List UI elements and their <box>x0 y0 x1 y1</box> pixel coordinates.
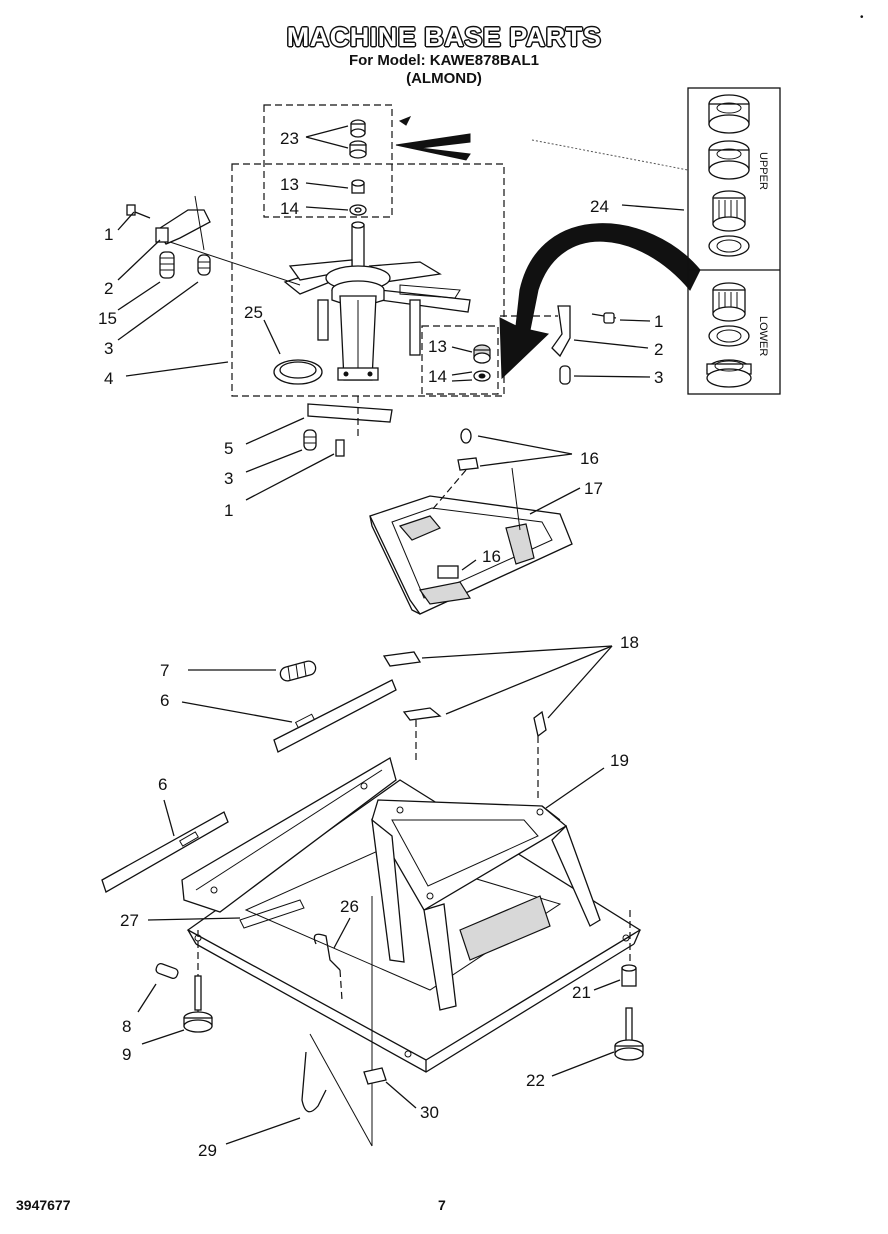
machine-base <box>101 651 644 1147</box>
transmission-assembly <box>126 104 701 457</box>
kit-frame <box>687 87 781 395</box>
leader-lines <box>117 125 685 1145</box>
callout-18: 18 <box>620 633 639 652</box>
model-color: (ALMOND) <box>406 70 482 87</box>
callout-1-lower: 1 <box>224 501 233 520</box>
callout-13-right: 13 <box>428 337 447 356</box>
support-frame <box>369 428 573 615</box>
callout-23: 23 <box>280 129 299 148</box>
callout-22: 22 <box>526 1071 545 1090</box>
dashed-box-top <box>263 104 393 218</box>
callout-1-right: 1 <box>654 312 663 331</box>
dashed-box-main <box>231 163 505 397</box>
page-title: MACHINE BASE PARTS <box>286 22 602 52</box>
upper-label: UPPER <box>757 152 769 190</box>
callout-19: 19 <box>610 751 629 770</box>
callout-4: 4 <box>104 369 113 388</box>
callout-5: 5 <box>224 439 233 458</box>
callout-6-left: 6 <box>158 775 167 794</box>
page-number: 7 <box>438 1197 446 1213</box>
callout-27: 27 <box>120 911 139 930</box>
callout-30: 30 <box>420 1103 439 1122</box>
dashed-box-right <box>421 325 499 395</box>
callout-15: 15 <box>98 309 117 328</box>
callout-13-top: 13 <box>280 175 299 194</box>
callout-3-right: 3 <box>654 368 663 387</box>
callout-24: 24 <box>590 197 609 216</box>
callout-21: 21 <box>572 983 591 1002</box>
callout-8: 8 <box>122 1017 131 1036</box>
callout-17: 17 <box>584 479 603 498</box>
callout-29: 29 <box>198 1141 217 1160</box>
callout-2-right: 2 <box>654 340 663 359</box>
callout-26: 26 <box>340 897 359 916</box>
callout-3-left: 3 <box>104 339 113 358</box>
callout-14-right: 14 <box>428 367 447 386</box>
callout-16-bottom: 16 <box>482 547 501 566</box>
corner-mark: • <box>860 12 864 23</box>
callout-16-top: 16 <box>580 449 599 468</box>
callout-9: 9 <box>122 1045 131 1064</box>
callout-25: 25 <box>244 303 263 322</box>
callout-6-upper: 6 <box>160 691 169 710</box>
callout-14-top: 14 <box>280 199 299 218</box>
callout-3-lower: 3 <box>224 469 233 488</box>
model-number: For Model: KAWE878BAL1 <box>348 52 540 69</box>
lower-label: LOWER <box>757 316 769 356</box>
bearing-kit-box: UPPER LOWER <box>531 87 781 395</box>
callout-1-left: 1 <box>104 225 113 244</box>
callout-2-left: 2 <box>104 279 113 298</box>
callout-7: 7 <box>160 661 169 680</box>
callout-numbers: 23 13 14 24 1 2 15 3 4 25 13 14 1 2 3 5 … <box>98 129 663 1160</box>
document-number: 3947677 <box>16 1197 71 1213</box>
